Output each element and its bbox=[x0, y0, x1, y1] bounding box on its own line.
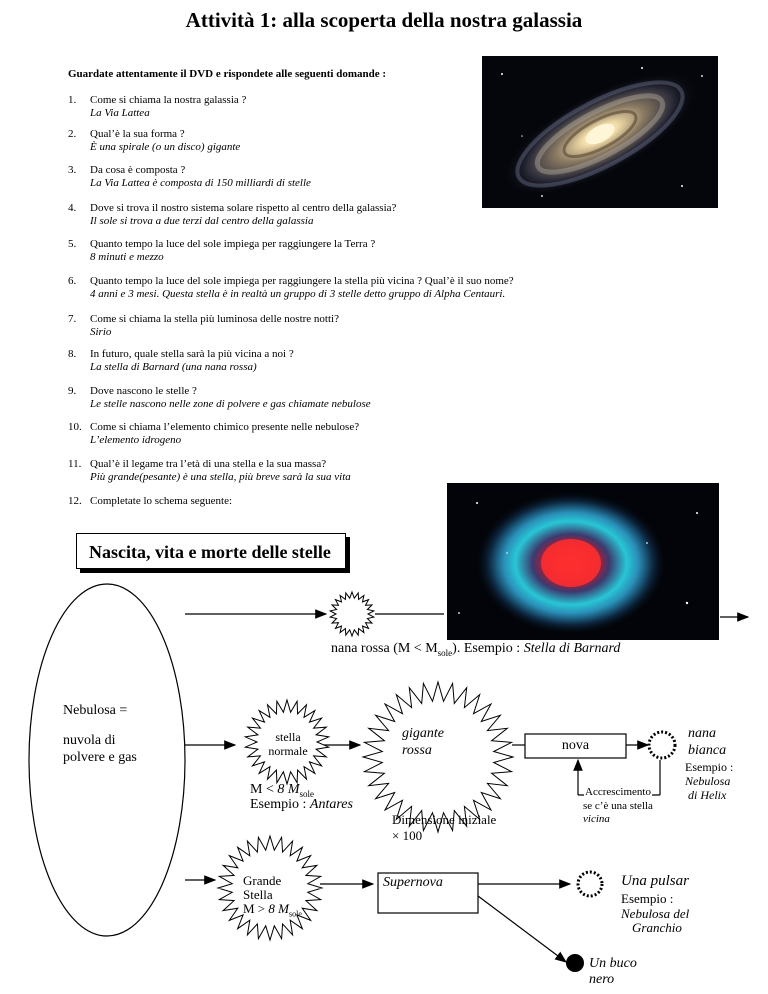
white-dwarf-circle bbox=[647, 730, 677, 760]
answer-text: 4 anni e 3 mesi. Questa stella è in real… bbox=[90, 288, 506, 300]
pulsar-label-2: Esempio : bbox=[621, 891, 674, 906]
question-number: 1. bbox=[68, 94, 77, 106]
red-dwarf-mid: ). Esempio : bbox=[452, 641, 524, 656]
pulsar-label-4: Granchio bbox=[632, 920, 682, 935]
red-dwarf-example: Stella di Barnard bbox=[523, 641, 621, 656]
question-text: Come si chiama la nostra galassia ? bbox=[90, 94, 247, 106]
white-dwarf-label-4: Nebulosa bbox=[685, 774, 731, 788]
black-hole-label-2: nero bbox=[589, 972, 615, 987]
big-mass-num: 8 M bbox=[268, 901, 289, 916]
spiral-galaxy-image bbox=[482, 56, 718, 208]
answer-text: L’elemento idrogeno bbox=[90, 434, 182, 446]
question-text: Quanto tempo la luce del sole impiega pe… bbox=[90, 275, 514, 287]
question-text: Dove si trova il nostro sistema solare r… bbox=[90, 202, 397, 214]
black-hole-label-1: Un buco bbox=[589, 956, 637, 971]
red-dwarf-star bbox=[328, 590, 376, 638]
big-star-mass-label: M > 8 Msole bbox=[243, 901, 302, 919]
question-number: 12. bbox=[68, 495, 82, 507]
answer-text: La stella di Barnard (una nana rossa) bbox=[90, 361, 257, 373]
normal-example-pre: Esempio : bbox=[250, 797, 310, 812]
normal-example: Antares bbox=[309, 797, 353, 812]
pulsar-label-1: Una pulsar bbox=[621, 873, 689, 889]
arrow-to-black-hole bbox=[477, 895, 567, 963]
white-dwarf-label-5: di Helix bbox=[688, 788, 727, 802]
question-text: Qual’è la sua forma ? bbox=[90, 128, 185, 140]
red-dwarf-sub: sole bbox=[437, 647, 453, 658]
nebula-label-3: polvere e gas bbox=[63, 750, 137, 765]
big-star-shape bbox=[216, 834, 324, 942]
nebula-ellipse bbox=[28, 583, 186, 937]
answer-text: Più grande(pesante) è una stella, più br… bbox=[90, 471, 351, 483]
diagram-title-box: Nascita, vita e morte delle stelle bbox=[76, 533, 346, 569]
question-number: 8. bbox=[68, 348, 77, 360]
question-text: In futuro, quale stella sarà la più vici… bbox=[90, 348, 294, 360]
galaxy-photo bbox=[482, 56, 718, 208]
question-text: Come si chiama la stella più luminosa de… bbox=[90, 313, 339, 325]
big-mass-pre: M > bbox=[243, 901, 269, 916]
question-number: 9. bbox=[68, 385, 77, 397]
question-number: 11. bbox=[68, 458, 82, 470]
page-title: Attività 1: alla scoperta della nostra g… bbox=[185, 8, 583, 32]
supernova-box bbox=[377, 872, 479, 914]
answer-text: 8 minuti e mezzo bbox=[90, 251, 164, 263]
question-text: Come si chiama l’elemento chimico presen… bbox=[90, 421, 360, 433]
question-number: 3. bbox=[68, 164, 77, 176]
normal-mass-label: M < 8 Msole bbox=[250, 782, 314, 799]
question-text: Da cosa è composta ? bbox=[90, 164, 186, 176]
normal-star-label-2: normale bbox=[268, 744, 308, 758]
accretion-label-2: se c’è una stella bbox=[583, 800, 653, 812]
nebula-label-2: nuvola di bbox=[63, 733, 116, 748]
supernova-label: Supernova bbox=[383, 875, 443, 890]
normal-mass-sub: sole bbox=[299, 788, 315, 799]
giant-label-1: gigante bbox=[402, 726, 444, 741]
answer-text: È una spirale (o un disco) gigante bbox=[90, 141, 241, 153]
big-star-label-2: Stella bbox=[243, 887, 273, 902]
big-mass-sub: sole bbox=[288, 909, 302, 919]
big-star-label-1: Grande bbox=[243, 873, 282, 888]
question-text: Quanto tempo la luce del sole impiega pe… bbox=[90, 238, 376, 250]
normal-example-label: Esempio : Antares bbox=[250, 797, 353, 813]
question-number: 5. bbox=[68, 238, 77, 250]
red-dwarf-label: nana rossa (M < Msole). Esempio : Stella… bbox=[331, 641, 620, 658]
normal-star-shape bbox=[243, 698, 331, 786]
accretion-label-3: vicina bbox=[583, 813, 610, 825]
nebula-label-1: Nebulosa = bbox=[63, 703, 128, 718]
question-text: Completate lo schema seguente: bbox=[90, 495, 233, 507]
nova-box bbox=[524, 733, 627, 759]
answer-text: Il sole si trova a due terzi dal centro … bbox=[90, 215, 314, 227]
answer-text: Le stelle nascono nelle zone di polvere … bbox=[90, 398, 371, 410]
question-number: 10. bbox=[68, 421, 82, 433]
question-text: Qual’è il legame tra l’età di una stella… bbox=[90, 458, 327, 470]
answer-text: La Via Lattea è composta di 150 milliard… bbox=[90, 177, 311, 189]
giant-dimension-1: Dimensione iniziale bbox=[392, 812, 497, 827]
nova-label: nova bbox=[561, 738, 590, 753]
question-number: 2. bbox=[68, 128, 77, 140]
question-number: 7. bbox=[68, 313, 77, 325]
normal-star-label-1: stella bbox=[275, 730, 301, 744]
question-text: Dove nascono le stelle ? bbox=[90, 385, 197, 397]
question-number: 4. bbox=[68, 202, 77, 214]
accretion-label-1: Accrescimento bbox=[584, 786, 652, 798]
answer-text: Sirio bbox=[90, 326, 112, 338]
white-dwarf-label-3: Esempio : bbox=[685, 760, 734, 774]
normal-mass-num: 8 M bbox=[277, 782, 300, 797]
red-giant-star-shape bbox=[361, 680, 515, 834]
question-number: 6. bbox=[68, 275, 77, 287]
intro-text: Guardate attentamente il DVD e rispondet… bbox=[68, 68, 387, 80]
pulsar-label-3: Nebulosa del bbox=[621, 906, 690, 921]
helix-nebula-photo bbox=[447, 483, 719, 640]
helix-nebula-image bbox=[447, 483, 719, 640]
giant-label-2: rossa bbox=[402, 743, 432, 758]
black-hole-circle bbox=[566, 954, 584, 972]
white-dwarf-label-2: bianca bbox=[688, 743, 727, 758]
giant-dimension-2: × 100 bbox=[392, 828, 423, 843]
pulsar-circle bbox=[576, 870, 604, 898]
white-dwarf-label-1: nana bbox=[688, 726, 716, 741]
red-dwarf-text: nana rossa (M < M bbox=[331, 641, 438, 656]
answer-text: La Via Lattea bbox=[90, 107, 150, 119]
normal-mass-pre: M < bbox=[250, 782, 278, 797]
